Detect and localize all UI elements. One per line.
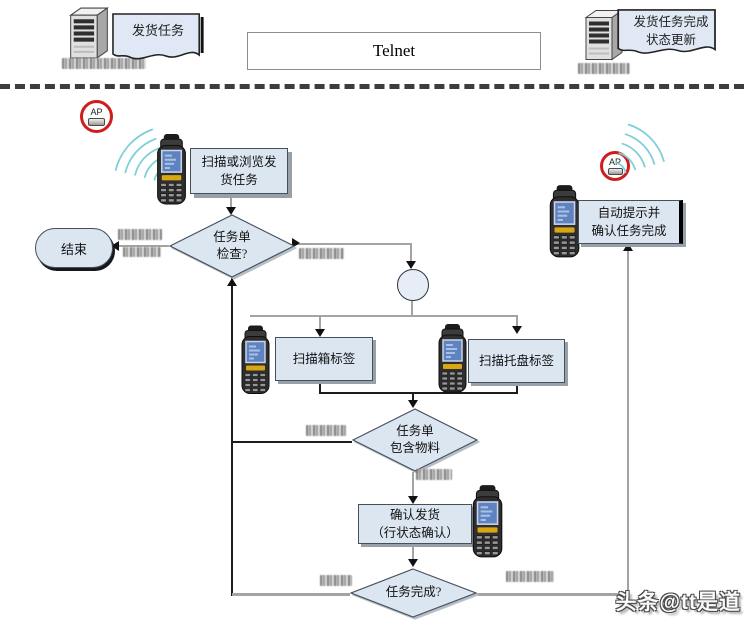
split-line <box>250 315 518 317</box>
arrowhead <box>408 400 418 408</box>
ap-label: AP <box>90 106 103 117</box>
connector <box>296 243 412 245</box>
confirm-shipment-box: 确认发货 （行状态确认） <box>358 504 472 544</box>
wifi-waves-icon <box>615 123 665 173</box>
auto-confirm-complete-box: 自动提示并 确认任务完成 <box>578 200 683 244</box>
illegible-label <box>118 229 162 240</box>
illegible-label <box>320 575 352 586</box>
scan-browse-task-box: 扫描或浏览发 货任务 <box>190 148 288 194</box>
loopback-line <box>231 278 233 596</box>
task-check-decision: 任务单 检查? <box>169 214 295 278</box>
scan-pallet-label-box: 扫描托盘标签 <box>468 339 565 383</box>
handheld-scanner-icon <box>438 323 467 393</box>
illegible-label <box>306 425 346 436</box>
connector <box>516 382 518 393</box>
handheld-scanner-icon <box>472 484 503 558</box>
connector <box>230 192 232 212</box>
illegible-label <box>506 571 554 582</box>
connector <box>516 316 518 328</box>
telnet-label: Telnet <box>372 41 416 60</box>
junction-circle <box>397 269 429 301</box>
connector <box>411 301 413 317</box>
connector <box>113 245 169 247</box>
connector <box>410 243 412 268</box>
illegible-label <box>299 248 344 259</box>
arrowhead <box>623 243 633 251</box>
server-icon <box>70 7 108 59</box>
task-complete-decision: 任务完成? <box>350 568 477 618</box>
arrowhead <box>408 496 418 504</box>
ap-device-icon <box>607 167 623 175</box>
handheld-scanner-icon <box>241 324 270 395</box>
end-node: 结束 <box>35 228 113 268</box>
arrowhead <box>315 329 325 337</box>
illegible-label <box>62 58 146 69</box>
complete-to-confirm-line <box>627 247 629 596</box>
ap-label: AP <box>608 156 621 167</box>
illegible-label <box>416 469 452 480</box>
ap-access-point-left: AP <box>80 100 113 133</box>
telnet-box: Telnet <box>247 32 541 70</box>
arrowhead <box>406 261 416 269</box>
connector <box>232 593 350 596</box>
illegible-label <box>123 247 161 257</box>
connector <box>477 593 629 596</box>
connector <box>412 542 414 564</box>
connector <box>412 393 414 404</box>
network-boundary-dashed-line <box>0 84 744 89</box>
scan-carton-label-box: 扫描箱标签 <box>275 337 373 381</box>
arrowhead <box>111 241 119 251</box>
arrowhead <box>227 278 237 286</box>
connector <box>232 441 352 443</box>
task-contains-material-decision: 任务单 包含物料 <box>352 408 478 472</box>
status-update-doc-label: 发货任务完成 状态更新 <box>633 15 709 47</box>
watermark: 头条@tt是道 <box>615 591 741 614</box>
arrowhead <box>292 238 300 248</box>
arrowhead <box>408 559 418 567</box>
arrowhead <box>512 326 522 334</box>
connector <box>412 472 414 500</box>
document-icon <box>112 13 204 60</box>
arrowhead <box>226 207 236 215</box>
connector <box>319 380 321 394</box>
handheld-scanner-icon <box>156 133 187 205</box>
shipping-task-doc-label: 发货任务 <box>131 23 184 38</box>
ap-device-icon <box>88 117 105 126</box>
illegible-label <box>578 63 630 74</box>
connector <box>319 316 321 330</box>
merge-line <box>320 392 518 394</box>
